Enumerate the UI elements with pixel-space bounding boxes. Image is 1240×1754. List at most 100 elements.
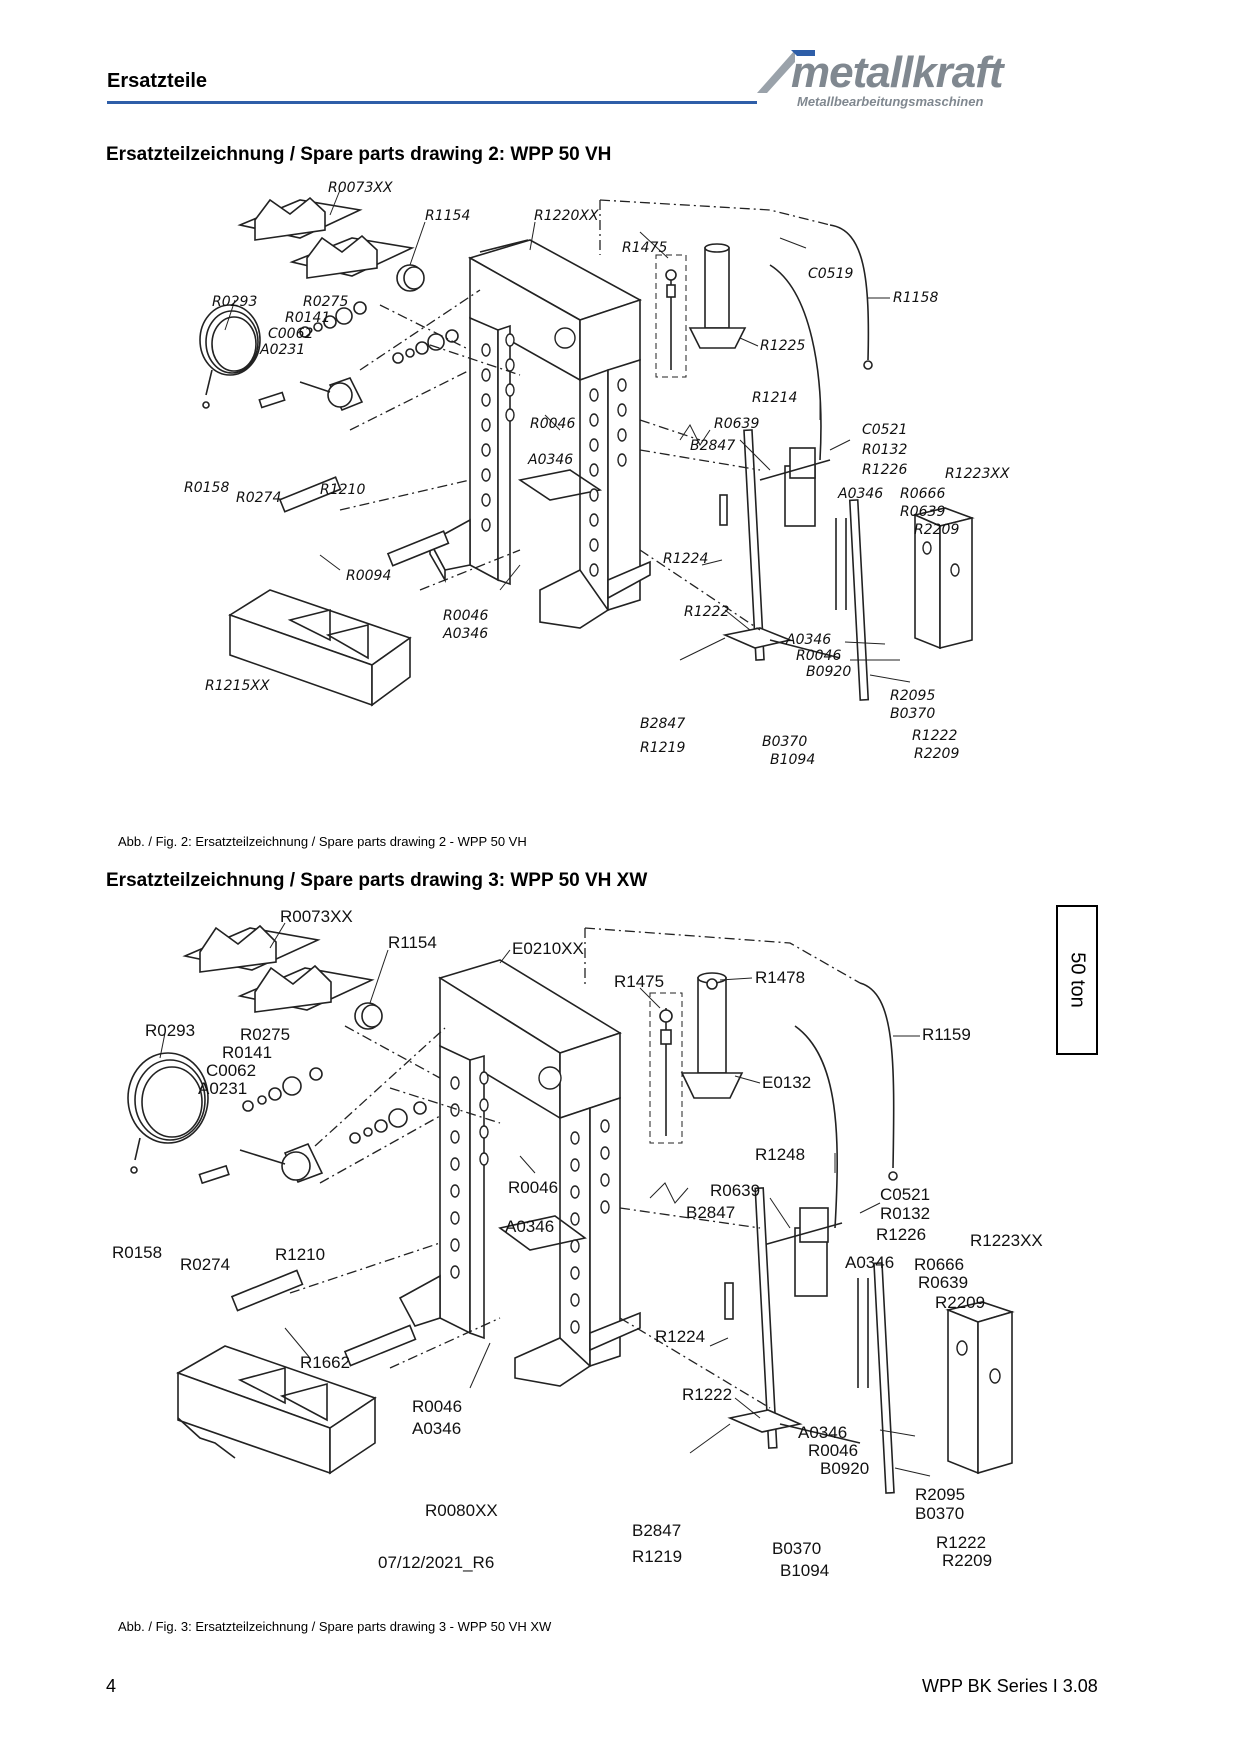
part-label: R0293 [145, 1021, 195, 1040]
bed-plate-icon [176, 1345, 377, 1475]
logo-mark-icon [757, 50, 815, 93]
drawing2-title: Ersatzteilzeichnung / Spare parts drawin… [106, 144, 612, 165]
part-label: R1226 [876, 1225, 926, 1244]
part-label: B2847 [690, 438, 735, 454]
gauge-icon [354, 1002, 383, 1030]
part-label: C0521 [880, 1185, 930, 1204]
part-label: R2209 [935, 1293, 985, 1312]
part-label: R1226 [862, 462, 907, 478]
part-label: R1220XX [534, 208, 599, 224]
part-label: R0132 [862, 442, 907, 458]
section-label: Ersatzteile [107, 70, 208, 92]
gauge-icon [396, 264, 425, 292]
part-label: A0346 [527, 452, 573, 468]
hose-icon [769, 264, 822, 461]
part-label: R2209 [914, 746, 959, 762]
lever-arm-icon [743, 429, 870, 701]
part-label: A0346 [837, 486, 883, 502]
page-number: 4 [106, 1676, 117, 1696]
drawing3-diagram: R0073XX R1154 E0210XX R1475 R1478 R1159 … [112, 907, 1043, 1580]
part-label: R1223XX [970, 1231, 1043, 1250]
hose-icon [794, 1025, 838, 1229]
part-label: R1662 [300, 1353, 350, 1372]
part-label: E0210XX [512, 939, 584, 958]
part-label: R0046 [530, 416, 575, 432]
frame-holes [450, 1071, 610, 1334]
part-label: R0080XX [425, 1501, 498, 1520]
pump-unit-icon [759, 1207, 843, 1297]
part-label: A0346 [785, 632, 831, 648]
part-label: R1222 [912, 728, 957, 744]
winch-icon [198, 1142, 324, 1185]
part-label: A0346 [798, 1423, 847, 1442]
part-label: R1214 [752, 390, 797, 406]
part-label: R1222 [682, 1385, 732, 1404]
part-label: R0073XX [328, 180, 393, 196]
part-label: C0519 [808, 266, 853, 282]
part-label: B0920 [806, 664, 851, 680]
drawing3-title: Ersatzteilzeichnung / Spare parts drawin… [106, 870, 648, 891]
part-label: R1222 [936, 1533, 986, 1552]
part-label: B2847 [686, 1203, 735, 1222]
part-label: B2847 [640, 716, 685, 732]
part-label: R1219 [640, 740, 685, 756]
part-label: C0521 [862, 422, 907, 438]
pin-icon [230, 1269, 417, 1367]
header-rule [107, 101, 757, 104]
part-label: R1225 [760, 338, 805, 354]
spring-icon [719, 494, 728, 526]
part-label: R1475 [614, 972, 664, 991]
washer-set-icon [242, 1067, 427, 1144]
part-label: A0231 [198, 1079, 247, 1098]
part-label: A0346 [442, 626, 488, 642]
part-label: A0346 [505, 1217, 554, 1236]
part-label: R1154 [425, 208, 470, 224]
part-label: B1094 [770, 752, 815, 768]
part-label: B0370 [772, 1539, 821, 1558]
part-label: R1210 [320, 482, 365, 498]
logo-wordmark: metallkraft [791, 48, 1004, 97]
part-label: R0158 [112, 1243, 162, 1262]
part-label: B0920 [820, 1459, 869, 1478]
part-label: R1158 [893, 290, 938, 306]
part-label: A0346 [845, 1253, 894, 1272]
part-label: E0132 [762, 1073, 811, 1092]
part-label: R0639 [918, 1273, 968, 1292]
part-label: R1154 [388, 933, 437, 952]
part-label: A0346 [412, 1419, 461, 1438]
part-label: R0274 [236, 490, 281, 506]
part-label: R0046 [412, 1397, 462, 1416]
part-label: C0062 [206, 1061, 256, 1080]
v-block-icon [237, 196, 415, 279]
date-stamp: 07/12/2021_R6 [378, 1553, 494, 1572]
part-label: R0046 [443, 608, 488, 624]
part-label: R2095 [890, 688, 935, 704]
cylinder-icon [680, 972, 744, 1099]
part-label: R1210 [275, 1245, 325, 1264]
part-label: R1224 [663, 551, 708, 567]
part-label: B0370 [762, 734, 807, 750]
winch-icon [258, 377, 364, 412]
part-label: R0293 [212, 294, 257, 310]
pump-unit-icon [759, 447, 831, 527]
drawing2-diagram: R0073XX R1154 R1220XX R1475 C0519 R1158 … [184, 180, 1010, 768]
part-label: R1222 [684, 604, 729, 620]
part-label: R0046 [508, 1178, 558, 1197]
press-frame [398, 959, 641, 1387]
part-label: C0062 [268, 326, 313, 342]
logo-tagline: Metallbearbeitungsmaschinen [797, 94, 984, 109]
piston-rod-icon [659, 1008, 673, 1136]
part-label: R0158 [184, 480, 229, 496]
pedal-icon [722, 627, 841, 659]
part-label: R0073XX [280, 907, 353, 926]
part-label: R0639 [900, 504, 945, 520]
washer-set-icon [299, 301, 459, 364]
part-label: R0094 [346, 568, 391, 584]
part-label: R0046 [808, 1441, 858, 1460]
part-label: R1224 [655, 1327, 705, 1346]
part-label: R2095 [915, 1485, 965, 1504]
side-tab: 50 ton [1056, 905, 1098, 1055]
part-label: B0370 [915, 1504, 964, 1523]
part-label: R0275 [240, 1025, 290, 1044]
part-label: R0274 [180, 1255, 230, 1274]
